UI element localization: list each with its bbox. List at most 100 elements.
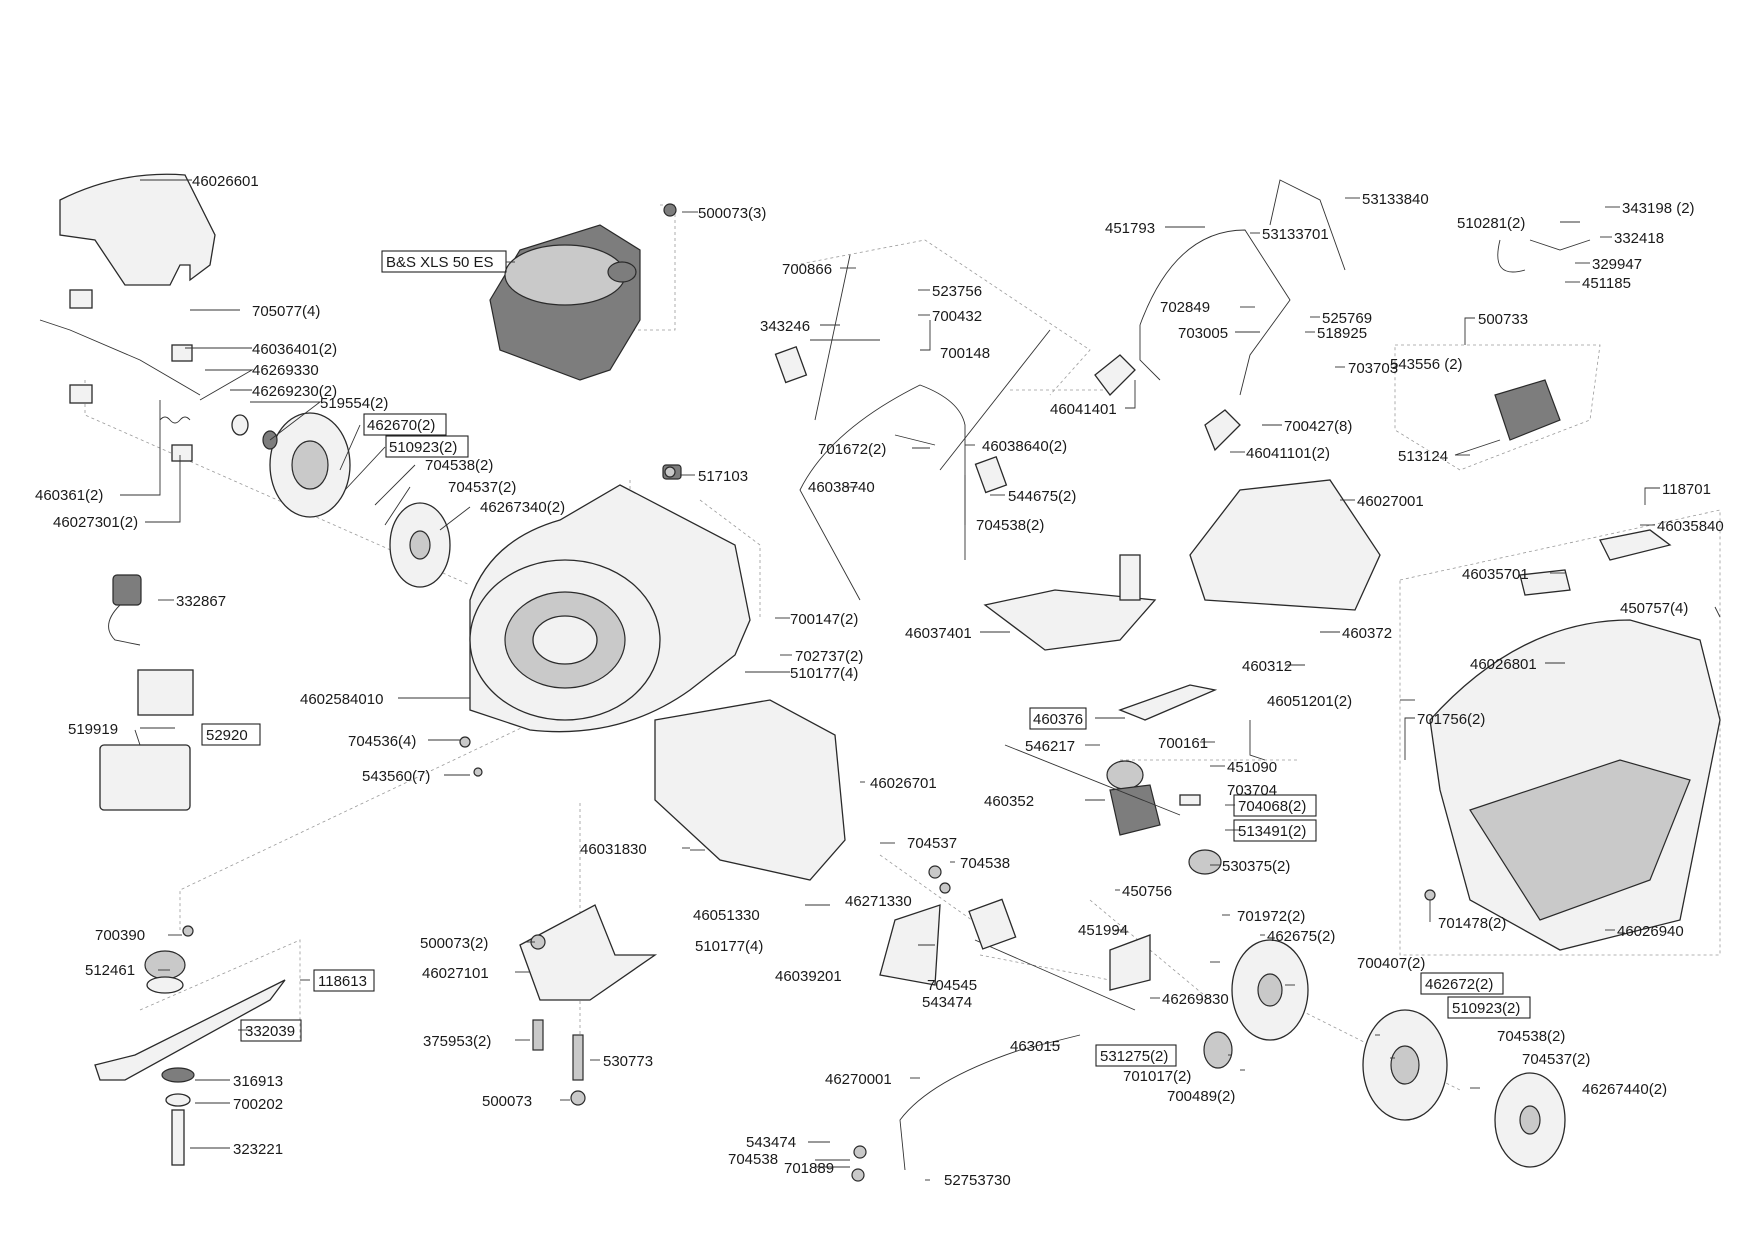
part-label: 332867 (176, 593, 226, 610)
part-label: 46026701 (870, 775, 937, 792)
part-label: 46026601 (192, 173, 259, 190)
part-label: 460361(2) (35, 487, 103, 504)
part-label: 323221 (233, 1141, 283, 1158)
part-label: 451185 (1582, 275, 1631, 292)
part-label: 451793 (1105, 220, 1155, 237)
part-label: 460372 (1342, 625, 1392, 642)
part-label: 704537 (907, 835, 957, 852)
part-label: 451090 (1227, 759, 1277, 776)
part-label: 462670(2) (367, 417, 435, 434)
part-label: 701889 (784, 1160, 834, 1177)
part-label: 701672(2) (818, 441, 886, 458)
part-label: 513124 (1398, 448, 1448, 465)
part-label: 700390 (95, 927, 145, 944)
part-label: 46039201 (775, 968, 842, 985)
part-label: 701972(2) (1237, 908, 1305, 925)
part-label: 704536(4) (348, 733, 416, 750)
part-label: 704537(2) (448, 479, 516, 496)
part-label: 118613 (318, 973, 367, 990)
boxed-label-frame (1447, 996, 1531, 1019)
part-label: 118701 (1662, 481, 1711, 498)
part-label: 500073 (482, 1093, 532, 1110)
part-label: 700147(2) (790, 611, 858, 628)
part-label: 517103 (698, 468, 748, 485)
part-label: 546217 (1025, 738, 1075, 755)
part-label: 332418 (1614, 230, 1664, 247)
part-label: 46270001 (825, 1071, 892, 1088)
part-label: 46269230(2) (252, 383, 337, 400)
part-label: 543556 (2) (1390, 356, 1463, 373)
part-label: 702849 (1160, 299, 1210, 316)
part-label: 460376 (1033, 711, 1083, 728)
part-label: 46269330 (252, 362, 319, 379)
part-label: 703703 (1348, 360, 1398, 377)
part-label: 451994 (1078, 922, 1128, 939)
part-label: 46271330 (845, 893, 912, 910)
part-label: 343246 (760, 318, 810, 335)
part-label: 512461 (85, 962, 135, 979)
part-label: 46051201(2) (1267, 693, 1352, 710)
part-label: 531275(2) (1100, 1048, 1168, 1065)
gearbox (1109, 784, 1161, 836)
part-label: 510281(2) (1457, 215, 1525, 232)
engine-label-box (381, 250, 507, 273)
part-label: 46035840 (1657, 518, 1724, 535)
part-label: 46027101 (422, 965, 489, 982)
part-label: 530773 (603, 1053, 653, 1070)
part-label: 500073(3) (698, 205, 766, 222)
part-label: 460312 (1242, 658, 1292, 675)
part-label: 704538(2) (976, 517, 1044, 534)
part-label: 46027301(2) (53, 514, 138, 531)
part-label: 450756 (1122, 883, 1172, 900)
part-label: 46267340(2) (480, 499, 565, 516)
part-label: 463015 (1010, 1038, 1060, 1055)
part-label: 332039 (245, 1023, 295, 1040)
part-label: 46051330 (693, 907, 760, 924)
part-label: 519919 (68, 721, 118, 738)
part-label: 46038740 (808, 479, 875, 496)
part-label: 53133701 (1262, 226, 1329, 243)
boxed-label-frame (1233, 794, 1317, 817)
boxed-label-frame (201, 723, 261, 746)
part-label: 701017(2) (1123, 1068, 1191, 1085)
part-label: 46026940 (1617, 923, 1684, 940)
part-label: 343198 (2) (1622, 200, 1695, 217)
part-label: 700489(2) (1167, 1088, 1235, 1105)
part-label: 46041401 (1050, 401, 1117, 418)
part-label: 510177(4) (695, 938, 763, 955)
boxed-label-frame (385, 435, 469, 458)
part-label: 46036401(2) (252, 341, 337, 358)
part-label: 375953(2) (423, 1033, 491, 1050)
part-label: 46031830 (580, 841, 647, 858)
part-label: 704545 (927, 977, 977, 994)
part-label: 700161 (1158, 735, 1208, 752)
part-label: 544675(2) (1008, 488, 1076, 505)
boxed-label-frame (240, 1019, 302, 1042)
part-label: 704538 (728, 1151, 778, 1168)
part-label: 519554(2) (320, 395, 388, 412)
part-label: 52920 (206, 727, 248, 744)
part-label: 500733 (1478, 311, 1528, 328)
part-label: 462672(2) (1425, 976, 1493, 993)
part-label: 46041101(2) (1246, 445, 1330, 462)
boxed-label-frame (1029, 707, 1087, 730)
boxed-label-frame (313, 969, 375, 992)
part-label: 704537(2) (1522, 1051, 1590, 1068)
boxed-label-frame (1095, 1044, 1177, 1067)
part-label: 704538(2) (425, 457, 493, 474)
part-label: 705077(4) (252, 303, 320, 320)
part-label: 46027001 (1357, 493, 1424, 510)
part-label: 704538 (960, 855, 1010, 872)
part-label: 701756(2) (1417, 711, 1485, 728)
leader-lines (120, 179, 1721, 1181)
part-label: 52753730 (944, 1172, 1011, 1189)
part-label: 700148 (940, 345, 990, 362)
boxed-label-frame (363, 413, 447, 436)
part-label: 46038640(2) (982, 438, 1067, 455)
part-label: 46267440(2) (1582, 1081, 1667, 1098)
part-label: 462675(2) (1267, 928, 1335, 945)
part-label: 703005 (1178, 325, 1228, 342)
part-label: 530375(2) (1222, 858, 1290, 875)
part-label: 46269830 (1162, 991, 1229, 1008)
